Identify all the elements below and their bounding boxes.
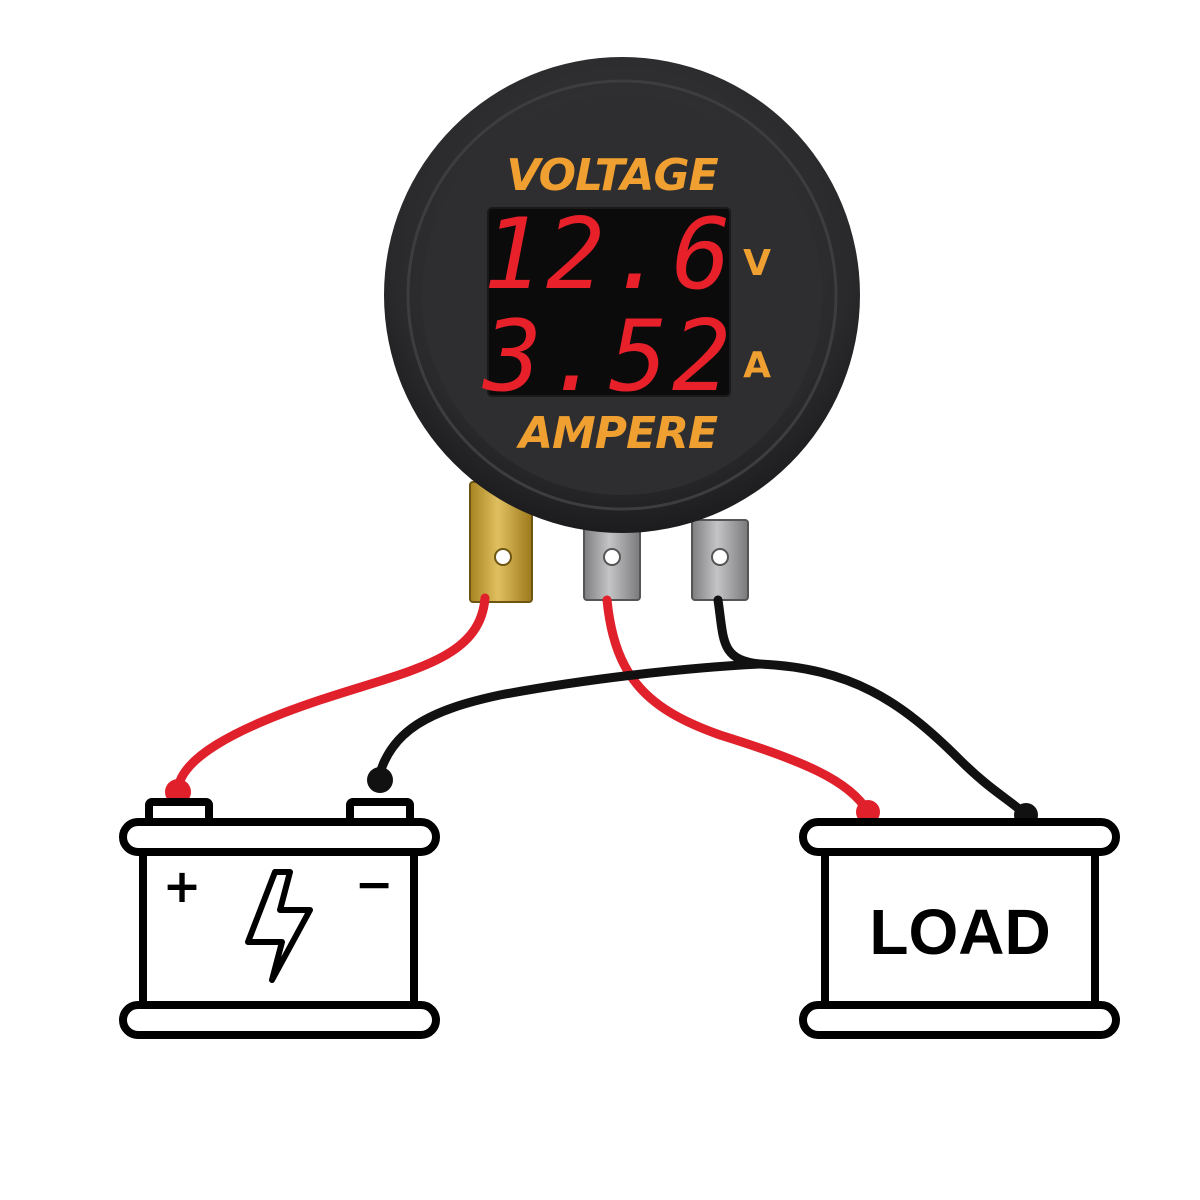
current-unit: A <box>743 345 771 386</box>
wire-red-meter-to-load <box>602 595 873 817</box>
load-base <box>799 1001 1120 1039</box>
battery: + − <box>119 798 440 1039</box>
terminal-shunt-out <box>691 519 749 601</box>
lightning-bolt-icon <box>245 869 313 983</box>
battery-base <box>119 1001 440 1039</box>
voltage-reading: 12.6 <box>483 198 735 312</box>
meter-bezel-rim <box>406 79 838 511</box>
battery-minus-symbol: − <box>355 857 394 911</box>
current-reading: 3.52 <box>482 300 735 414</box>
wire-end-battery-negative <box>367 767 393 793</box>
wire-red-battery-to-meter <box>173 593 490 795</box>
battery-lid <box>119 818 440 856</box>
load: LOAD <box>799 818 1120 1039</box>
load-label: LOAD <box>869 896 1050 968</box>
meter-label-ampere: AMPERE <box>516 408 718 459</box>
wire-black-meter-to-load <box>713 595 1031 820</box>
meter-display <box>487 207 731 397</box>
volt-amp-meter: VOLTAGE 12.6 3.52 V A AMPERE <box>384 57 860 533</box>
battery-plus-symbol: + <box>163 859 202 913</box>
wire-black-battery-to-crossover <box>373 659 765 785</box>
meter-terminals <box>469 481 749 603</box>
load-lid <box>799 818 1120 856</box>
wires <box>165 593 1038 827</box>
voltage-unit: V <box>743 243 771 284</box>
meter-label-voltage: VOLTAGE <box>506 150 718 201</box>
